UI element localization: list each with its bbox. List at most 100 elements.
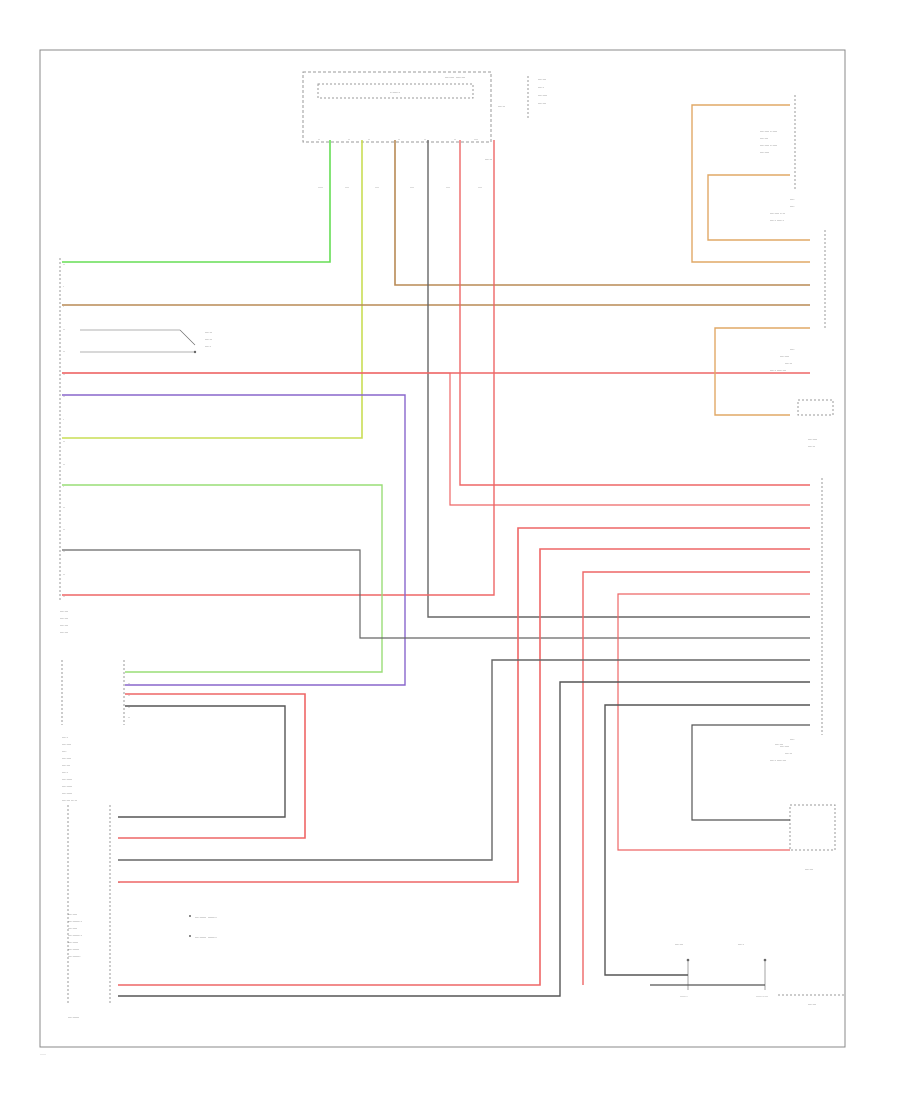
wire-red-r3 (582, 571, 810, 985)
svg-text:..: .. (318, 137, 320, 141)
wire-grey-r4 (691, 724, 810, 821)
right-bottom-box: .... ........ ...... ..... ........ ....… (770, 737, 836, 871)
svg-text:........: ........ (780, 744, 789, 748)
svg-text:..: .. (118, 835, 120, 839)
svg-text:.....: ..... (318, 185, 323, 189)
svg-text:.....: ..... (738, 942, 744, 946)
svg-text:.....: ..... (205, 344, 211, 348)
svg-text:......: ...... (785, 751, 792, 755)
svg-text:..: .. (63, 527, 65, 531)
svg-text:.......: ....... (60, 630, 68, 634)
module-name: ........ (390, 89, 400, 94)
bottom-right-switch: ....... ..... ....... ........... ......… (675, 942, 845, 1006)
footer-label: .......... (68, 1015, 79, 1019)
page-label: ...... (40, 1052, 46, 1056)
wire-red-r2 (118, 548, 810, 986)
svg-text:.......: ....... (60, 609, 68, 613)
svg-text:.......: ....... (775, 742, 783, 746)
svg-text:.........: ......... (62, 791, 72, 795)
svg-text:..: .. (128, 669, 130, 673)
svg-text:..: .. (128, 681, 130, 685)
svg-text:...........: ........... (68, 954, 81, 958)
svg-text:........ ......: ........ ...... (760, 143, 777, 147)
outer-frame (39, 49, 846, 1048)
svg-text:.......: ....... (60, 623, 68, 627)
wire-grey-r2 (118, 681, 810, 997)
svg-text:.........: ......... (62, 777, 72, 781)
wire-tan-upper (691, 104, 810, 263)
wire-tan-upper-2 (707, 174, 810, 241)
wire-red-2 (62, 140, 495, 596)
top-module: ........ ........ ........ ...... ......… (302, 71, 505, 189)
svg-text:..: .. (128, 705, 130, 709)
svg-text:....: .... (446, 185, 450, 189)
module-fuse-label: ...... (485, 157, 492, 161)
svg-text:........: ........ (538, 93, 547, 97)
wire-grey-r3 (604, 704, 810, 976)
corner-label: ....... (808, 1002, 816, 1006)
svg-text:..: .. (118, 993, 120, 997)
svg-text:..: .. (63, 262, 65, 266)
svg-text:..........: .......... (68, 947, 79, 951)
svg-text:..... ......: ..... ...... (770, 218, 784, 222)
svg-text:............: ............ (68, 933, 82, 937)
svg-text:........: ........ (62, 742, 71, 746)
svg-text:..... ........: ..... ........ (770, 368, 786, 372)
svg-text:....... .....: ....... ..... (62, 798, 77, 802)
svg-text:.: . (63, 484, 64, 488)
left-module: ..... ........ .... ........ ....... ...… (61, 660, 130, 802)
wire-brown-1 (394, 140, 810, 286)
wire-yellow-green (62, 140, 363, 439)
svg-text:..: .. (63, 372, 65, 376)
wire-red-4 (62, 372, 810, 506)
svg-text:..: .. (118, 814, 120, 818)
svg-text:....: .... (375, 185, 379, 189)
svg-text:....: .... (790, 197, 795, 201)
svg-text:..: .. (63, 394, 65, 398)
legend-item-1: .......... ........ (195, 915, 217, 919)
wire-grey-2 (62, 549, 810, 639)
svg-text:....: .... (62, 749, 67, 753)
svg-text:....: .... (410, 185, 414, 189)
svg-text:.......: ....... (60, 616, 68, 620)
svg-text:..: .. (368, 137, 370, 141)
wire-red-lm (118, 693, 306, 839)
right-lower-box: .... ........ ...... ..... ........ ....… (770, 230, 834, 448)
legend-item-2: .......... ........ (195, 935, 217, 939)
svg-text:..: .. (63, 572, 65, 576)
wire-grey-1 (427, 140, 810, 618)
wire-red-1 (459, 140, 810, 486)
wire-red-r4 (617, 593, 810, 851)
svg-text:....: .... (478, 185, 482, 189)
svg-text:....: .... (790, 204, 795, 208)
svg-text:.....: ..... (538, 85, 544, 89)
wire-lightgreen (62, 484, 383, 673)
svg-text:.......: ....... (805, 867, 813, 871)
svg-text:..... ........: ..... ........ (770, 758, 786, 762)
svg-text:..: .. (63, 327, 65, 331)
top-right-connector-label: ....... ..... ........ ....... (527, 76, 547, 120)
svg-text:........: ........ (62, 756, 71, 760)
svg-text:.......: ....... (538, 101, 546, 105)
svg-text:........: ........ (68, 912, 77, 916)
wire-grey-r1 (118, 659, 810, 861)
svg-text:...........: ........... (756, 994, 768, 998)
svg-text:.....: ..... (62, 770, 68, 774)
wire-purple (62, 394, 406, 686)
module-wire-labels: ..... .... .... .... .... .... (318, 185, 482, 189)
module-group-label: ........ ........ (445, 74, 466, 79)
svg-text:.......: ....... (680, 994, 688, 998)
svg-text:............: ............ (68, 919, 82, 923)
svg-text:......: ...... (785, 361, 792, 365)
wire-red-r1 (118, 527, 810, 883)
svg-text:........ ....: ........ .... (770, 211, 785, 215)
svg-text:..: .. (63, 505, 65, 509)
bottom-left-module: ........ ............ ........ .........… (67, 805, 217, 1019)
svg-text:..: .. (454, 137, 456, 141)
svg-text:....: .... (790, 737, 795, 741)
svg-text:.......: ....... (675, 942, 683, 946)
svg-text:....: .... (790, 347, 795, 351)
wire-grey-lm (118, 705, 286, 818)
svg-text:........: ........ (68, 926, 77, 930)
